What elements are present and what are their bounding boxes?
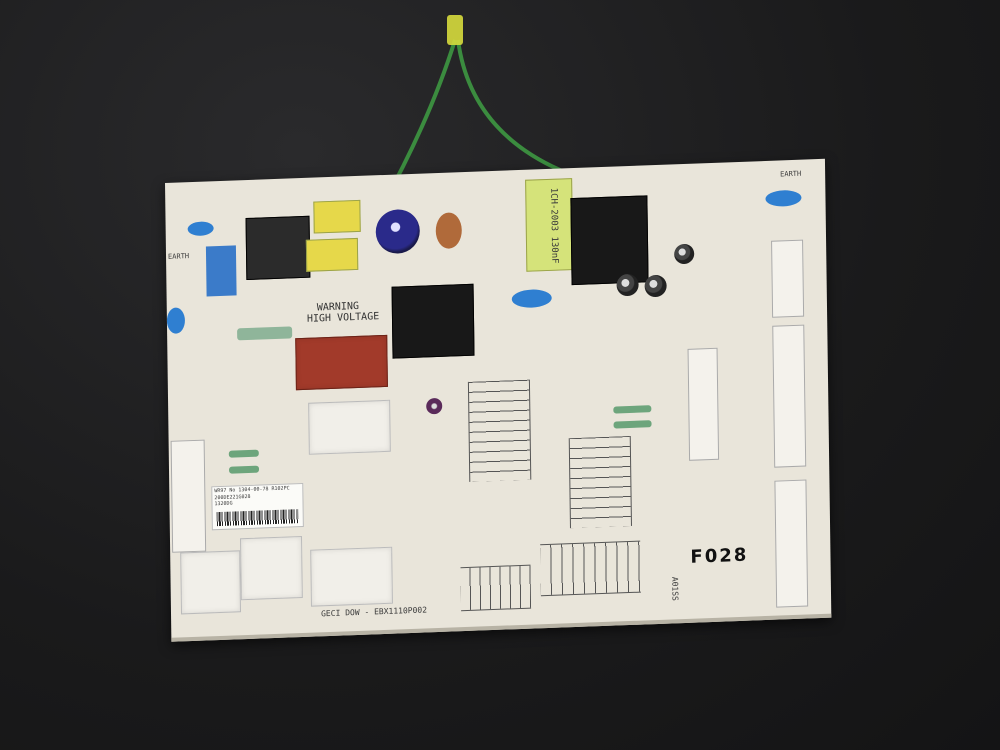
jumper-row	[460, 564, 532, 612]
jumper-column	[467, 379, 532, 482]
resistor-r43	[613, 405, 652, 414]
connector-j4	[771, 239, 805, 318]
earth-label-left: EARTH	[167, 252, 190, 261]
connector-j1	[774, 479, 809, 608]
blue-y-capacitor	[187, 221, 214, 237]
blue-film-capacitor	[205, 245, 237, 297]
circuit-board: WARNING HIGH VOLTAGE 1CH-2003 130nF EART…	[165, 158, 832, 642]
blue-y-capacitor-2	[166, 307, 186, 334]
connector-j3	[772, 324, 807, 468]
blue-capacitor-c3	[511, 288, 552, 309]
red-power-relay	[295, 334, 388, 391]
resistor-r66	[228, 465, 260, 474]
resistor-r27	[613, 420, 652, 429]
blue-capacitor-c9	[765, 189, 802, 207]
yellow-x-capacitor	[313, 199, 361, 234]
jumper-column-2	[568, 435, 632, 529]
warning-line-2: HIGH VOLTAGE	[306, 311, 380, 325]
smps-transformer: 1CH-2003 130nF	[525, 178, 574, 272]
common-mode-choke	[245, 215, 311, 281]
handwritten-code: F028	[690, 544, 749, 568]
connector-j2	[687, 347, 720, 461]
power-heatsink	[391, 283, 475, 359]
connector-j9	[170, 439, 207, 553]
electrolytic-c100	[674, 243, 695, 265]
barcode-line-3: 1320DG	[214, 500, 233, 508]
brown-disc-capacitor	[435, 212, 463, 250]
electrolytic-capacitor-large	[375, 208, 421, 255]
jumper-row-2	[540, 540, 641, 597]
regulator-heatsink	[570, 195, 649, 286]
relay-1	[308, 399, 391, 455]
relay-2	[180, 550, 242, 615]
earth-label-right: EARTH	[780, 169, 802, 179]
resistor-r134	[237, 326, 293, 341]
relay-4	[310, 546, 393, 607]
relay-3	[239, 536, 303, 601]
electrolytic-c29	[616, 273, 639, 297]
high-voltage-warning: WARNING HIGH VOLTAGE	[306, 300, 380, 325]
barcode	[216, 509, 299, 527]
electrolytic-c30	[644, 274, 667, 298]
barcode-line-1: WR97 No 1304-00-78 R102PC	[214, 485, 290, 495]
resistor-r59	[228, 449, 259, 458]
barcode-label: WR97 No 1304-00-78 R102PC 200DE221G028 1…	[211, 482, 304, 531]
yellow-x-capacitor-2	[305, 237, 359, 272]
side-marking: A01SS	[670, 576, 680, 602]
transformer-marking: 1CH-2003 130nF	[548, 187, 560, 264]
electrolytic-c11	[426, 397, 443, 415]
board-part-number: GECI DOW - EBX1110P002	[321, 605, 428, 619]
